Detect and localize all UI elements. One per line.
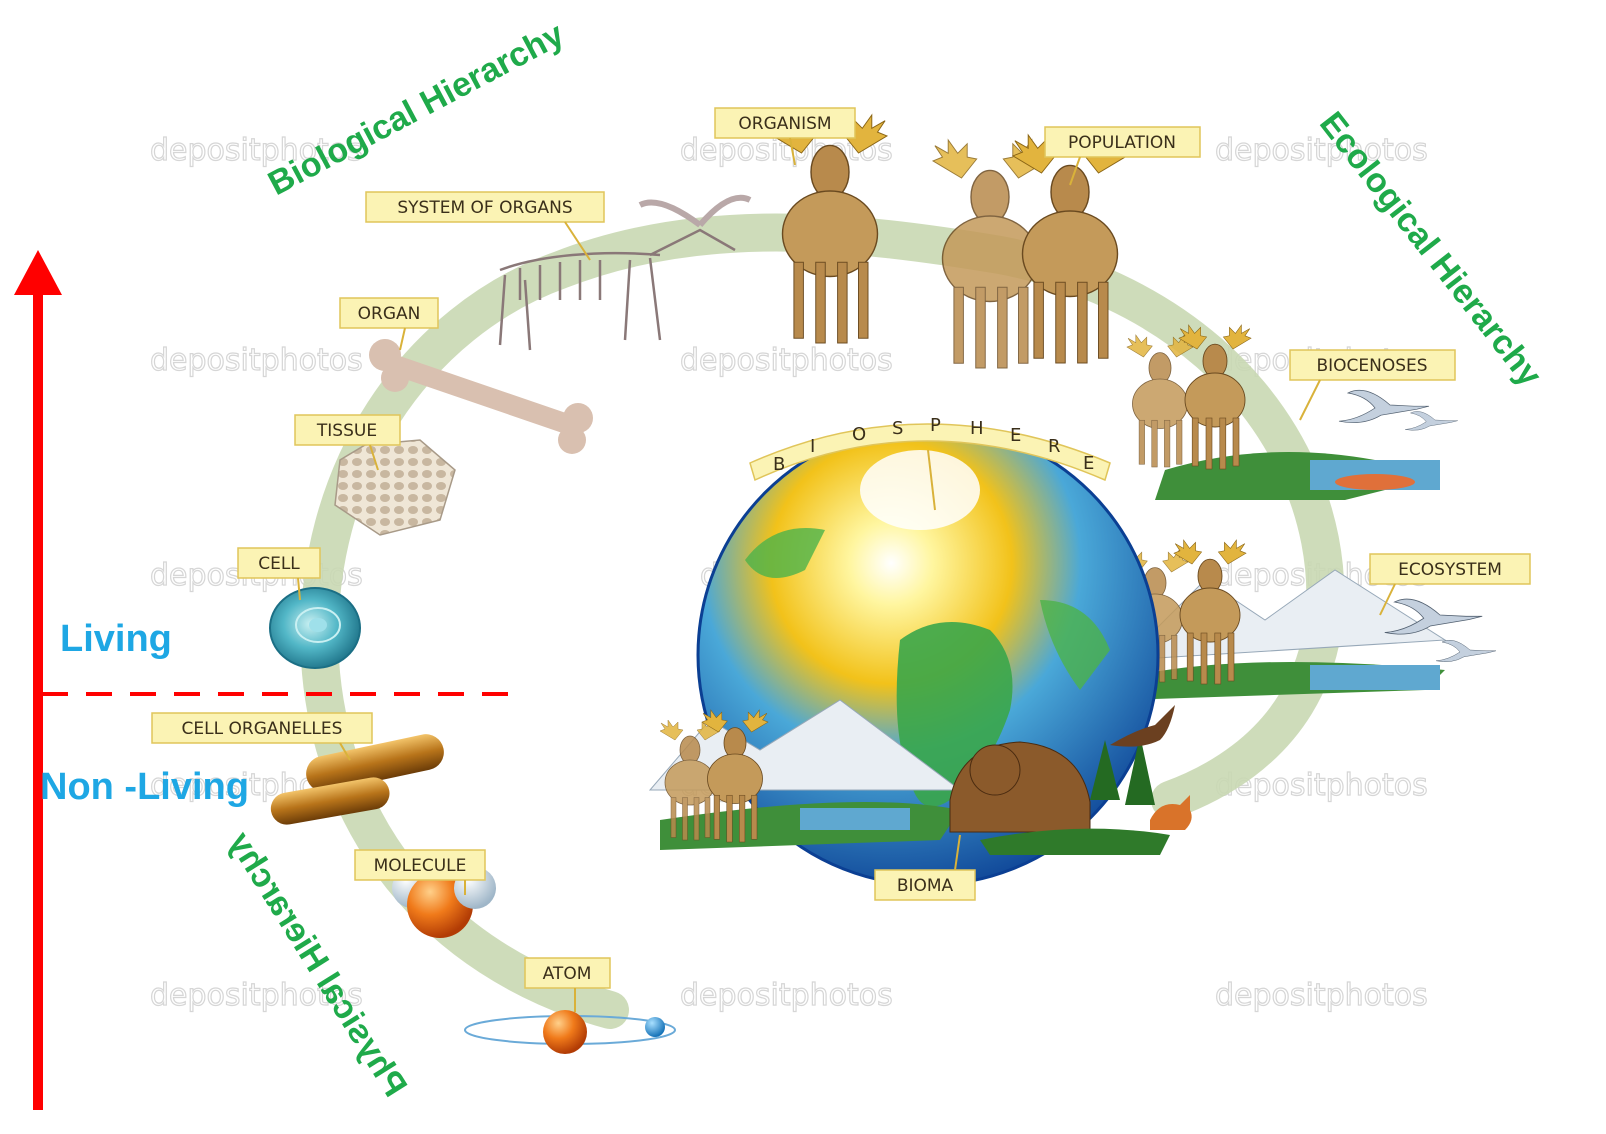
level-label-ecosystem: ECOSYSTEM	[1370, 554, 1530, 615]
svg-text:BIOMA: BIOMA	[897, 876, 954, 896]
watermark-text: depositphotos	[150, 343, 363, 378]
svg-text:POPULATION: POPULATION	[1068, 133, 1176, 153]
svg-text:TISSUE: TISSUE	[316, 421, 377, 441]
biosphere-letter: B	[773, 454, 785, 475]
biosphere-letter: I	[810, 436, 815, 457]
biosphere-letter: S	[892, 418, 903, 439]
svg-text:BIOCENOSES: BIOCENOSES	[1316, 356, 1427, 376]
bird-icon	[1385, 599, 1496, 662]
watermark-text: depositphotos	[680, 343, 893, 378]
biosphere-letter: R	[1048, 436, 1061, 457]
atom-icon	[465, 1010, 675, 1054]
hierarchy-arrow	[14, 250, 62, 1110]
watermark-text: depositphotos	[680, 978, 893, 1013]
biosphere-letter: H	[970, 418, 984, 439]
svg-text:SYSTEM OF ORGANS: SYSTEM OF ORGANS	[397, 198, 572, 218]
svg-text:MOLECULE: MOLECULE	[374, 856, 467, 876]
svg-text:CELL: CELL	[258, 554, 300, 574]
svg-text:ECOSYSTEM: ECOSYSTEM	[1398, 560, 1502, 580]
biosphere-letter: P	[930, 415, 941, 436]
svg-text:ORGANISM: ORGANISM	[738, 114, 831, 134]
moose-icon	[933, 135, 1127, 368]
biosphere-letter: O	[852, 424, 866, 445]
cell-icon	[270, 588, 360, 668]
non-living-label: Non -Living	[40, 766, 249, 809]
watermark-text: depositphotos	[1215, 978, 1428, 1013]
svg-text:CELL ORGANELLES: CELL ORGANELLES	[182, 719, 343, 739]
svg-text:ORGAN: ORGAN	[358, 304, 421, 324]
svg-text:ATOM: ATOM	[543, 964, 592, 984]
bird-icon	[1339, 390, 1458, 430]
living-label: Living	[60, 618, 172, 661]
fish-icon	[1335, 474, 1415, 490]
biosphere-letter: E	[1010, 425, 1021, 446]
biosphere-letter: E	[1083, 453, 1094, 474]
